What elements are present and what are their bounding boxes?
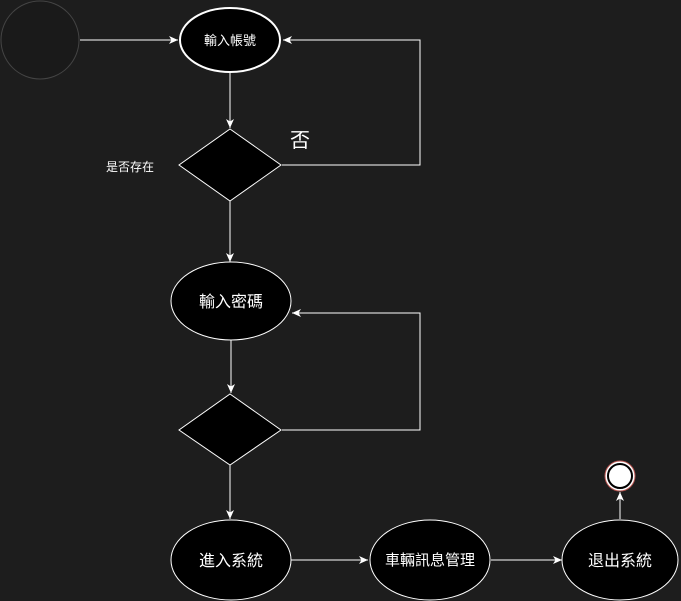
enter-password-node <box>170 261 292 341</box>
enter-system-node <box>170 519 292 601</box>
edge-decision2-loop-back <box>282 309 421 431</box>
vehicle-management-label: 車輛訊息管理 <box>385 551 475 569</box>
enter-system-label: 進入系統 <box>199 551 263 570</box>
vehicle-management-node <box>369 519 491 601</box>
enter-password-label: 輸入密碼 <box>199 292 263 311</box>
enter-account-node <box>179 7 281 73</box>
start-node <box>0 0 80 80</box>
exit-system-node <box>561 519 679 601</box>
account-exists-decision <box>178 128 282 202</box>
end-node <box>604 460 636 492</box>
no-branch-label: 否 <box>290 128 310 152</box>
enter-account-label: 輸入帳號 <box>204 34 256 49</box>
account-exists-label: 是否存在 <box>106 160 154 174</box>
password-check-decision <box>178 393 282 466</box>
exit-system-label: 退出系統 <box>588 551 652 570</box>
edge-decision1-loop-back <box>282 36 421 166</box>
